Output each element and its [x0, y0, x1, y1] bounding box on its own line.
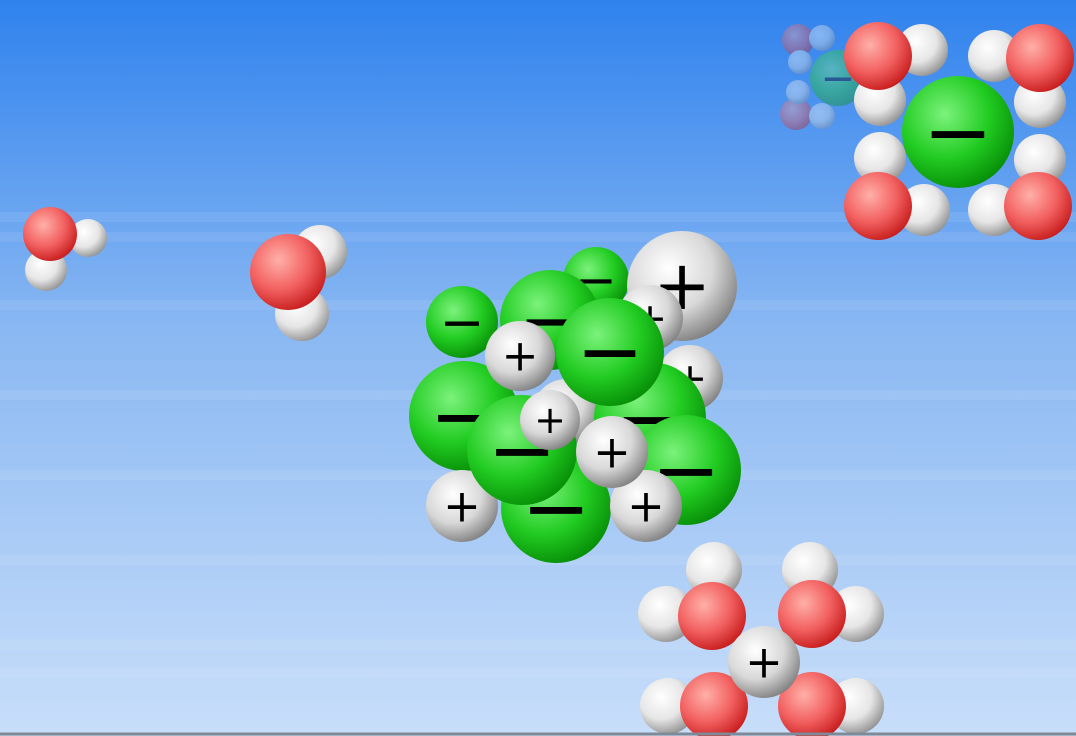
- water-molecule: [640, 672, 748, 736]
- hydrogen-atom: [809, 103, 835, 129]
- water-molecule: [778, 672, 884, 736]
- texture-band: [0, 232, 1076, 242]
- water-molecule: [782, 24, 835, 74]
- oxygen-atom: [778, 672, 846, 736]
- plus-sign: +: [443, 480, 481, 533]
- plus-sign: +: [593, 426, 631, 479]
- crystal-sodium-ion: +: [485, 321, 555, 391]
- oxygen-atom: [680, 672, 748, 736]
- crystal-sodium-ion: +: [576, 416, 648, 488]
- hydrogen-atom: [69, 219, 107, 257]
- water-molecule: [844, 22, 948, 126]
- minus-sign: −: [439, 291, 484, 354]
- hydrogen-atom: [638, 586, 694, 642]
- water-molecule: [638, 542, 746, 650]
- hydrogen-atom: [898, 184, 950, 236]
- texture-band: [0, 668, 1076, 678]
- sodium-sphere: [520, 390, 580, 450]
- texture-band: [0, 212, 1076, 222]
- water-molecule: [968, 134, 1072, 240]
- hydrogen-atom: [786, 80, 810, 104]
- hydrogen-atom: [854, 132, 906, 184]
- minus-sign: −: [923, 83, 993, 181]
- oxygen-atom: [778, 580, 846, 648]
- sodium-sphere: [728, 626, 800, 698]
- crystal-sodium-ion: +: [520, 390, 580, 450]
- hydrogen-atom: [968, 30, 1020, 82]
- sodium-sphere: [485, 321, 555, 391]
- minus-sign: −: [576, 305, 644, 399]
- oxygen-atom: [780, 98, 812, 130]
- hydrogen-atom: [640, 678, 696, 734]
- oxygen-atom: [250, 234, 326, 310]
- chloride-sphere: [426, 286, 498, 358]
- hydrated-chloride-center-ion: −: [902, 76, 1014, 188]
- hydrogen-atom: [788, 50, 812, 74]
- texture-band: [0, 640, 1076, 650]
- water-molecule: [778, 542, 884, 648]
- plus-sign: +: [627, 480, 665, 533]
- sodium-sphere: [576, 416, 648, 488]
- hydrated-chloride-ion: −: [844, 22, 1074, 240]
- water-molecule: [968, 24, 1074, 128]
- oxygen-atom: [1006, 24, 1074, 92]
- oxygen-atom: [782, 24, 814, 56]
- oxygen-atom: [844, 22, 912, 90]
- texture-band: [0, 555, 1076, 565]
- crystal-sodium-ion: +: [610, 470, 682, 542]
- sodium-sphere: [610, 470, 682, 542]
- plus-sign: +: [502, 331, 539, 382]
- water-molecule: [23, 207, 107, 291]
- plus-sign: +: [745, 636, 783, 689]
- hydrogen-atom: [809, 25, 835, 51]
- sodium-sphere: [426, 470, 498, 542]
- chloride-sphere: [556, 298, 664, 406]
- hydrated-sodium-center-ion: +: [728, 626, 800, 698]
- hydrogen-atom: [686, 542, 742, 598]
- crystal-chloride-ion: −: [556, 298, 664, 406]
- water-molecule: [780, 80, 835, 130]
- hydrated-sodium-ion: +: [638, 542, 884, 736]
- chloride-sphere: [902, 76, 1014, 188]
- oxygen-atom: [678, 582, 746, 650]
- salt-crystal-lattice: −++−+−−+−+−−++−−++: [409, 231, 741, 563]
- free-water-molecules: [23, 207, 347, 341]
- crystal-sodium-ion: +: [426, 470, 498, 542]
- plus-sign: +: [534, 398, 566, 442]
- oxygen-atom: [844, 172, 912, 240]
- crystal-chloride-ion: −: [426, 286, 498, 358]
- water-molecule: [844, 132, 950, 240]
- oxygen-atom: [23, 207, 77, 261]
- hydrogen-atom: [1014, 134, 1066, 186]
- water-molecule: [250, 225, 347, 341]
- oxygen-atom: [1004, 172, 1072, 240]
